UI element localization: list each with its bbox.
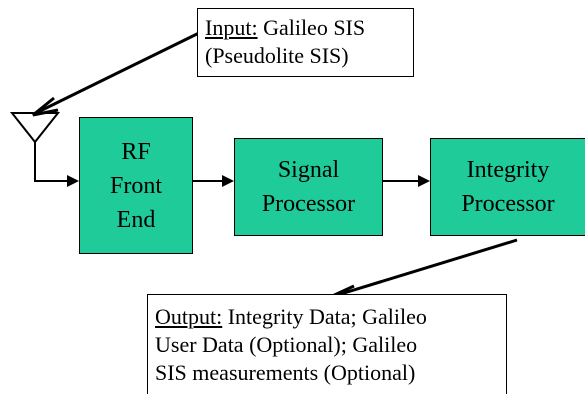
signal-label-line-1: Signal [277,157,340,183]
input-callout: Input: Galileo SIS (Pseudolite SIS) [197,8,414,77]
integrity-label-line-2: Processor [461,191,555,217]
input-pointer-arrow [32,31,200,117]
output-callout-line-3: SIS measurements (Optional) [155,360,416,385]
output-data-text: Integrity Data; Galileo [222,304,427,329]
output-callout: Output: Integrity Data; Galileo User Dat… [147,294,507,394]
integrity-label-line-1: Integrity [466,157,550,183]
signal-label-line-2: Processor [261,191,356,217]
rf-label-line-3: End [116,206,156,233]
output-pointer-arrow [325,238,518,304]
input-callout-line-2: (Pseudolite SIS) [205,43,349,68]
output-callout-line-1: Output: Integrity Data; Galileo [155,303,506,331]
rf-label-line-1: RF [121,138,151,165]
input-signal-text: Galileo SIS [257,15,366,40]
rf-to-signal-arrow [193,175,234,187]
output-callout-line-2: User Data (Optional); Galileo [155,332,418,357]
integrity-processor-block: Integrity Processor [430,138,585,236]
antenna-to-rf-arrow [34,175,79,187]
antenna-icon [9,112,61,181]
input-callout-line-1: Input: Galileo SIS [205,14,413,42]
output-label: Output: [155,304,223,329]
signal-processor-block: Signal Processor [234,138,383,236]
rf-label-line-2: Front [109,172,162,199]
signal-to-integrity-arrow [383,175,430,187]
rf-front-end-block: RF Front End [79,117,193,254]
input-label: Input: [205,15,258,40]
